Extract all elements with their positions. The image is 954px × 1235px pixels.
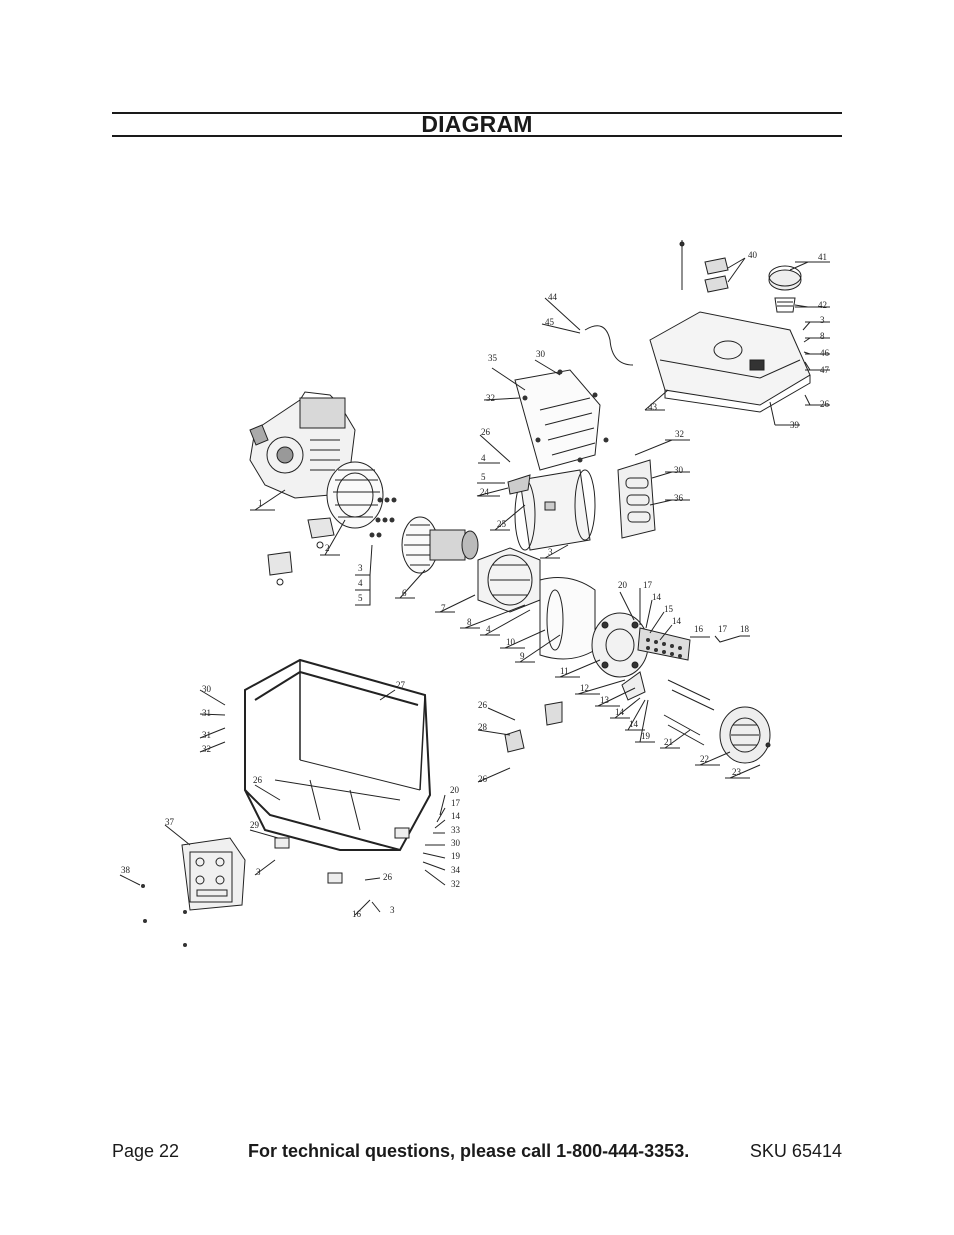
- callout-label: 31: [202, 708, 211, 718]
- page-title: DIAGRAM: [421, 111, 533, 137]
- callout-label: 31: [202, 730, 211, 740]
- callout-label: 8: [820, 331, 825, 341]
- callout-label: 5: [481, 472, 486, 482]
- callout-label: 29: [250, 820, 260, 830]
- callout-label: 14: [672, 616, 682, 626]
- end-grille: [719, 706, 771, 764]
- header-rule-top: [112, 112, 842, 114]
- callout-label: 26: [478, 774, 488, 784]
- fuel-tank: [649, 311, 811, 413]
- callout-label: 26: [253, 775, 263, 785]
- callout-label: 32: [202, 744, 211, 754]
- callout-label: 43: [648, 402, 658, 412]
- end-cover: [591, 612, 649, 678]
- sku-number: SKU 65414: [749, 1141, 842, 1161]
- technical-support-line: For technical questions, please call 1-8…: [248, 1141, 690, 1161]
- callout-label: 37: [165, 817, 175, 827]
- callout-label: 2: [325, 543, 330, 553]
- callout-label: 19: [641, 731, 651, 741]
- callout-label: 17: [451, 798, 461, 808]
- callout-label: 16: [352, 909, 362, 919]
- muffler: [514, 469, 596, 551]
- callout-label: 32: [675, 429, 684, 439]
- muffler-shield: [514, 369, 601, 471]
- callout-label: 3: [390, 905, 395, 915]
- callout-label: 46: [820, 348, 830, 358]
- callout-label: 47: [820, 365, 830, 375]
- callout-label: 13: [600, 695, 610, 705]
- callout-label: 26: [820, 399, 830, 409]
- callout-label: 17: [718, 624, 728, 634]
- callout-label: 12: [580, 683, 589, 693]
- callout-label: 25: [497, 519, 507, 529]
- callout-label: 20: [450, 785, 460, 795]
- callout-label: 14: [652, 592, 662, 602]
- callout-label: 3: [256, 867, 261, 877]
- callout-label: 42: [818, 300, 827, 310]
- callout-label: 4: [358, 578, 363, 588]
- control-panel: [181, 837, 246, 911]
- callout-label: 26: [383, 872, 393, 882]
- side-panel: [617, 459, 656, 539]
- callout-label: 32: [451, 879, 460, 889]
- callout-label: 26: [478, 700, 488, 710]
- callout-label: 8: [467, 617, 472, 627]
- callout-label: 32: [486, 393, 495, 403]
- callout-label: 19: [451, 851, 461, 861]
- callout-label: 9: [520, 651, 525, 661]
- callout-label: 7: [441, 603, 446, 613]
- callout-label: 24: [480, 487, 490, 497]
- callout-label: 16: [694, 624, 704, 634]
- callout-label: 30: [451, 838, 461, 848]
- rotor-fan: [401, 516, 479, 574]
- callout-label: 15: [664, 604, 674, 614]
- callout-label: 4: [481, 453, 486, 463]
- callout-label: 28: [478, 722, 488, 732]
- callout-label: 26: [481, 427, 491, 437]
- callout-label: 4: [486, 624, 491, 634]
- callout-label: 10: [506, 637, 516, 647]
- callout-label: 35: [488, 353, 498, 363]
- callout-label: 3: [548, 547, 553, 557]
- callout-label: 14: [451, 811, 461, 821]
- callout-label: 1: [258, 498, 263, 508]
- callout-label: 6: [402, 588, 407, 598]
- callout-label: 36: [674, 493, 684, 503]
- callout-label: 27: [396, 680, 406, 690]
- callout-label: 14: [629, 719, 639, 729]
- callout-label: 20: [618, 580, 628, 590]
- callout-label: 33: [451, 825, 461, 835]
- page-number: Page 22: [112, 1141, 180, 1161]
- callout-label: 30: [202, 684, 212, 694]
- callout-label: 17: [643, 580, 653, 590]
- callout-label: 23: [732, 767, 742, 777]
- callout-label: 40: [748, 250, 758, 260]
- callout-label: 21: [664, 737, 673, 747]
- stator: [477, 547, 541, 613]
- callout-label: 5: [358, 593, 363, 603]
- callout-label: 34: [451, 865, 461, 875]
- callout-label: 22: [700, 754, 709, 764]
- callout-label: 3: [358, 563, 363, 573]
- header-rule-bottom: [112, 135, 842, 137]
- callout-label: 39: [790, 420, 800, 430]
- callout-label: 18: [740, 624, 750, 634]
- callout-label: 3: [820, 315, 825, 325]
- callout-label: 38: [121, 865, 131, 875]
- callout-label: 14: [615, 707, 625, 717]
- frame: [244, 658, 432, 852]
- callout-label: 30: [536, 349, 546, 359]
- callout-label: 41: [818, 252, 827, 262]
- callout-label: 45: [545, 317, 555, 327]
- engine-illustration: [249, 391, 356, 499]
- callout-label: 11: [560, 666, 569, 676]
- callout-label: 30: [674, 465, 684, 475]
- callout-label: 44: [548, 292, 558, 302]
- fan-housing: [326, 461, 384, 529]
